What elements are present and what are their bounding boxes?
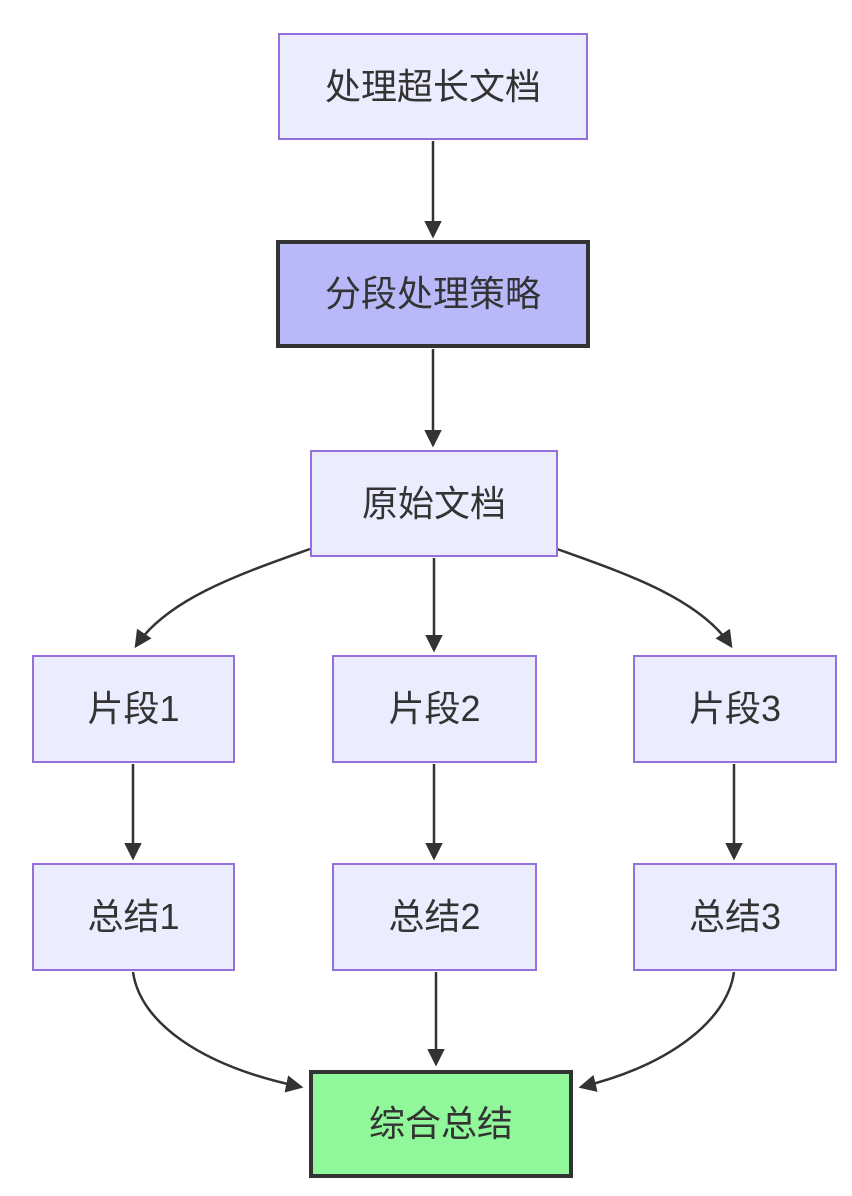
node-label: 总结3: [688, 896, 782, 937]
node-summary-2: 总结2: [332, 863, 537, 971]
node-label: 总结2: [388, 896, 481, 937]
node-original-document: 原始文档: [310, 450, 558, 557]
node-label: 原始文档: [361, 482, 506, 524]
edge-doc-to-frag3: [556, 547, 733, 649]
node-summary-3: 总结3: [633, 863, 837, 971]
node-summary-1: 总结1: [32, 863, 235, 971]
node-combined-summary: 综合总结: [309, 1070, 573, 1178]
node-label: 处理超长文档: [324, 65, 541, 107]
node-fragment-3: 片段3: [633, 655, 837, 763]
node-label: 分段处理策略: [324, 273, 541, 314]
edge-doc-to-frag1: [134, 547, 311, 649]
node-label: 综合总结: [368, 1103, 513, 1144]
node-segmentation-strategy: 分段处理策略: [276, 240, 590, 348]
edge-sum1-to-final: [131, 971, 304, 1093]
node-fragment-2: 片段2: [332, 655, 537, 763]
node-label: 片段1: [87, 688, 180, 729]
node-label: 总结1: [87, 896, 180, 937]
node-fragment-1: 片段1: [32, 655, 235, 763]
node-label: 片段3: [688, 688, 782, 729]
node-label: 片段2: [388, 688, 481, 729]
edge-sum3-to-final: [578, 971, 736, 1092]
node-process-long-document: 处理超长文档: [278, 33, 588, 140]
